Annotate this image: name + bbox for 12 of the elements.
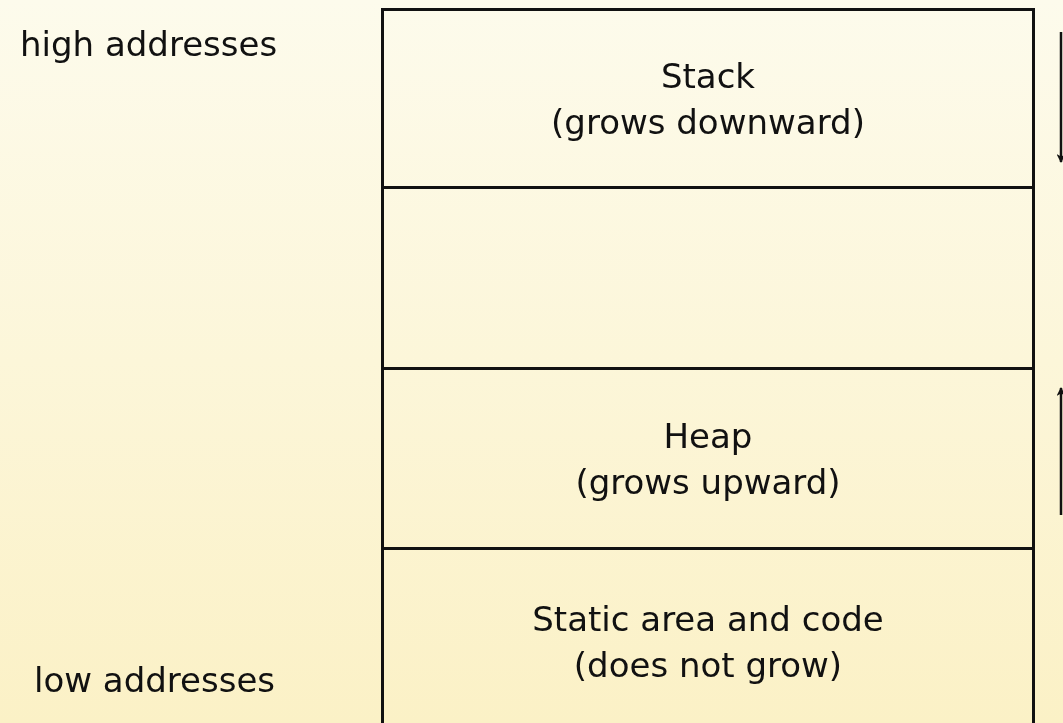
region-note: (grows downward) <box>551 100 865 144</box>
memory-region <box>381 8 1035 189</box>
region-title: Heap <box>663 414 753 458</box>
region-title: Stack <box>660 54 756 98</box>
address-label: high addresses <box>20 24 278 64</box>
address-label: low addresses <box>34 660 276 700</box>
region-note: (grows upward) <box>575 460 841 504</box>
memory-region <box>381 547 1035 723</box>
empty-memory-region <box>381 186 1035 370</box>
memory-region <box>381 367 1035 550</box>
region-note: (does not grow) <box>573 644 843 687</box>
region-title: Static area and code <box>532 598 884 641</box>
